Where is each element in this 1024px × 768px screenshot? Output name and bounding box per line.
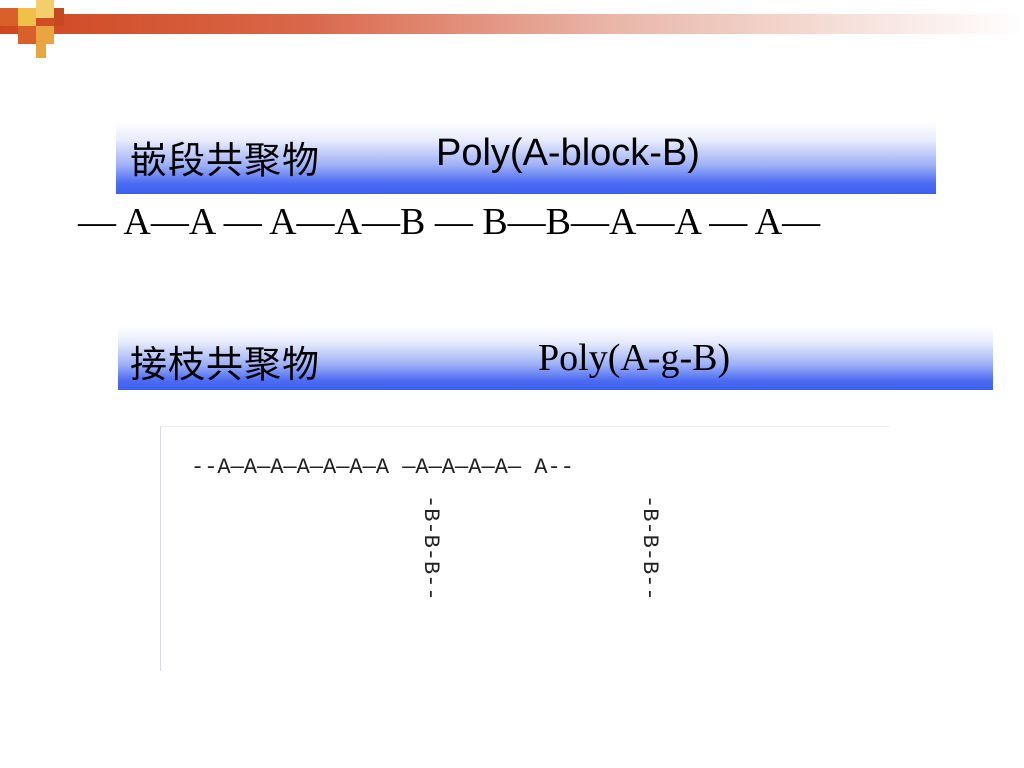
block-copolymer-chain: — A—A — A—A—B — B—B—A—A — A—	[78, 201, 821, 243]
block-copolymer-band: 嵌段共聚物 Poly(A-block-B)	[116, 122, 936, 194]
graft-copolymer-formula: Poly(A-g-B)	[538, 337, 731, 379]
graft-main-chain: --A—A—A—A—A—A—A —A—A—A—A— A--	[191, 455, 574, 480]
block-copolymer-name: 嵌段共聚物	[130, 139, 320, 182]
graft-branch-2: -B-B-B--	[637, 495, 662, 601]
block-copolymer-formula: Poly(A-block-B)	[436, 132, 700, 174]
graft-copolymer-band: 接枝共聚物 Poly(A-g-B)	[118, 326, 993, 390]
graft-copolymer-name: 接枝共聚物	[130, 343, 320, 386]
graft-structure-figure: --A—A—A—A—A—A—A —A—A—A—A— A-- -B-B-B-- -…	[160, 426, 889, 671]
header-bar	[0, 14, 1024, 34]
graft-branch-1: -B-B-B--	[418, 495, 443, 601]
